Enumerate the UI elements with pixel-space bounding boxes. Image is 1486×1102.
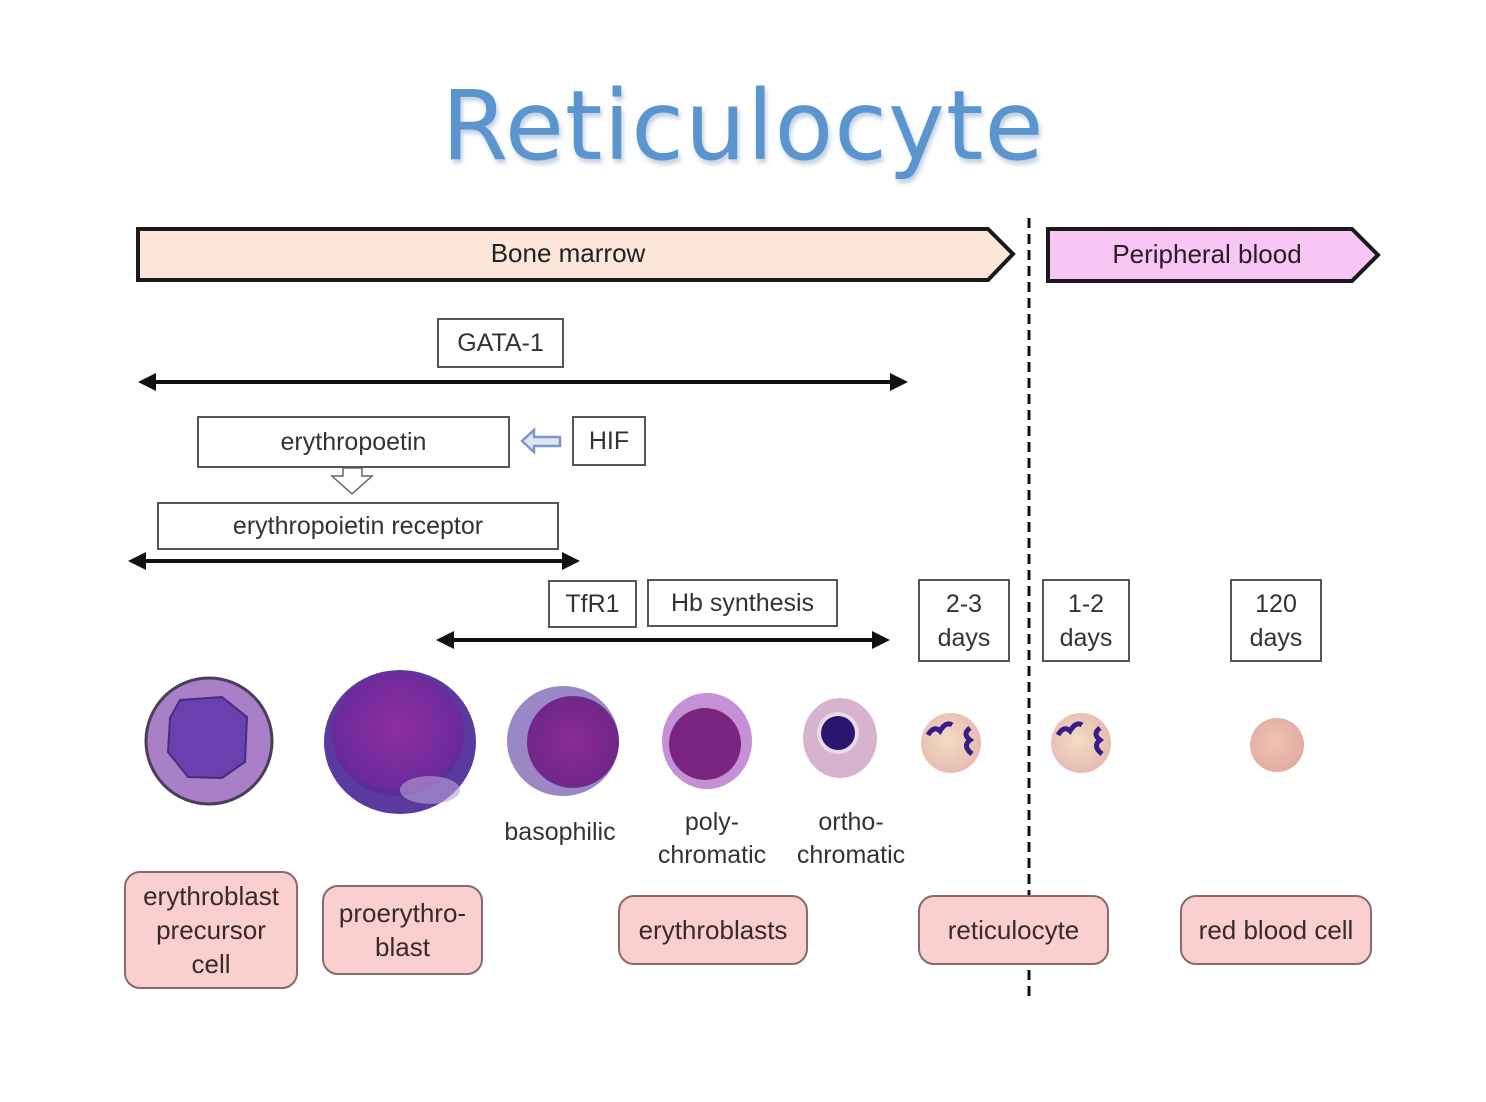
marrow-reticulocyte-icon <box>921 713 981 773</box>
duration-value: 2-3 <box>945 589 983 618</box>
bone-marrow-label: Bone marrow <box>490 238 646 268</box>
stage-proerythroblast: proerythro- blast <box>322 885 483 975</box>
hb-synthesis-range-arrow <box>436 631 890 649</box>
red-blood-cell-icon <box>1250 718 1304 772</box>
label-line: cell <box>191 949 231 979</box>
gata1-box: GATA-1 <box>437 318 564 368</box>
precursor-cell-icon <box>144 676 274 806</box>
rbc-duration-box: 120 days <box>1230 579 1322 662</box>
erythropoetin-box: erythropoetin <box>197 416 510 468</box>
basophilic-erythroblast-icon <box>507 686 619 796</box>
stage-reticulocyte: reticulocyte <box>918 895 1109 965</box>
label-line: precursor <box>156 915 266 945</box>
gata1-range-arrow <box>138 373 908 391</box>
stage-precursor-cell: erythroblast precursor cell <box>124 871 298 989</box>
blood-reticulocyte-icon <box>1051 713 1111 773</box>
stage-erythroblasts: erythroblasts <box>618 895 808 965</box>
hif-box: HIF <box>572 416 646 466</box>
orthochromatic-erythroblast-icon <box>803 698 877 778</box>
diagram-title: Reticulocyte <box>441 70 1045 182</box>
polychromatic-erythroblast-icon <box>662 693 752 789</box>
epo-receptor-box: erythropoietin receptor <box>157 502 559 550</box>
stage-red-blood-cell: red blood cell <box>1180 895 1372 965</box>
proerythroblast-cell-icon <box>324 670 476 814</box>
bone-marrow-banner <box>136 227 1016 282</box>
hb-synthesis-box: Hb synthesis <box>647 579 838 627</box>
blood-reticulocyte-duration-box: 1-2 days <box>1042 579 1130 662</box>
label-line: ortho- <box>818 808 884 836</box>
label-line: proerythro- <box>338 898 467 928</box>
tfr1-box: TfR1 <box>548 580 637 628</box>
duration-value: 120 <box>1255 589 1297 618</box>
peripheral-blood-banner <box>1046 227 1381 283</box>
orthochromatic-label: ortho- chromatic <box>781 806 921 872</box>
label-line: blast <box>375 932 430 962</box>
duration-unit: days <box>1249 623 1303 652</box>
epo-receptor-range-arrow <box>128 552 580 570</box>
polychromatic-label: poly- chromatic <box>642 806 782 872</box>
peripheral-blood-label: Peripheral blood <box>1112 239 1302 269</box>
basophilic-label: basophilic <box>504 818 616 846</box>
hif-to-epo-arrow <box>520 427 562 455</box>
duration-value: 1-2 <box>1067 589 1105 618</box>
duration-unit: days <box>937 623 991 652</box>
label-line: chromatic <box>796 841 906 869</box>
label-line: erythroblast <box>143 881 279 911</box>
epo-to-receptor-arrow <box>330 467 374 496</box>
label-line: chromatic <box>657 841 767 869</box>
duration-unit: days <box>1059 623 1113 652</box>
label-line: poly- <box>684 808 740 836</box>
marrow-reticulocyte-duration-box: 2-3 days <box>918 579 1010 662</box>
